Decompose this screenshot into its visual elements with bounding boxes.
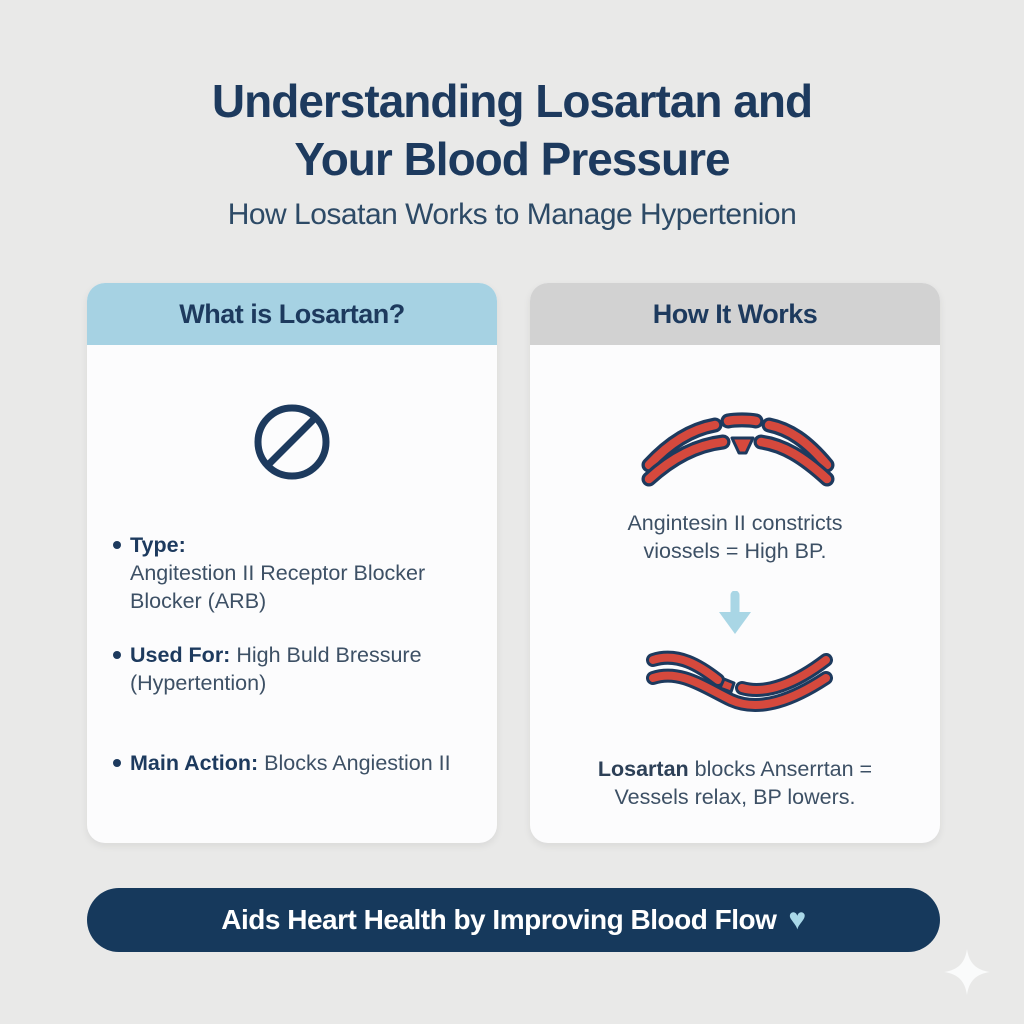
list-item-type: Type: Angitestion II Receptor Blocker Blo… xyxy=(113,531,461,615)
step2-caption: Losartan blocks Anserrtan = Vessels rela… xyxy=(598,755,872,811)
right-card-body: Angintesin II constricts viossels = High… xyxy=(530,345,940,843)
page-subtitle: How Losatan Works to Manage Hypertenion xyxy=(227,198,797,231)
footer-banner-text: Aids Heart Health by Improving Blood Flo… xyxy=(221,904,777,935)
bullet-text: Blocks Angiestion II xyxy=(258,751,451,775)
what-is-losartan-card: What is Losartan? Type: Angitestion II Re… xyxy=(87,283,497,843)
page-title-line2: Your Blood Pressure xyxy=(294,133,730,185)
step2-caption-rest: blocks Anserrtan = Vessels relax, BP low… xyxy=(614,757,873,809)
heart-icon: ♥ xyxy=(788,903,806,936)
bullet-text: Angitestion II Receptor Blocker Blocker … xyxy=(130,561,426,613)
losartan-facts-list: Type: Angitestion II Receptor Blocker Blo… xyxy=(87,531,497,777)
left-card-header: What is Losartan? xyxy=(87,283,497,345)
bullet-text: High Buld Bressure (Hypertention) xyxy=(130,643,422,695)
right-card-header: How It Works xyxy=(530,283,940,345)
bullet-dot xyxy=(113,651,121,659)
left-card-body: Type: Angitestion II Receptor Blocker Blo… xyxy=(87,401,497,899)
bullet-dot xyxy=(113,759,121,767)
step1-caption: Angintesin II constricts viossels = High… xyxy=(627,511,843,563)
page-title-line1: Understanding Losartan and xyxy=(211,75,813,127)
page-title: Understanding Losartan and Your Blood Pr… xyxy=(0,72,1024,188)
sparkle-icon xyxy=(944,949,990,995)
relaxed-vessel-icon xyxy=(645,650,833,713)
list-item-main-action: Main Action: Blocks Angiestion II xyxy=(113,749,461,777)
bullet-label: Used For: xyxy=(130,643,231,667)
list-item-used-for: Used For: High Buld Bressure (Hypertenti… xyxy=(113,641,461,697)
constricted-vessel-icon xyxy=(641,412,835,487)
how-it-works-card: How It Works Angintesin II constricts vi… xyxy=(530,283,940,843)
bullet-dot xyxy=(113,541,121,549)
prohibition-icon xyxy=(87,401,497,483)
bullet-label: Type: xyxy=(130,533,186,557)
footer-banner: Aids Heart Health by Improving Blood Flo… xyxy=(87,888,940,952)
down-arrow-icon xyxy=(719,591,751,634)
step2-caption-bold: Losartan xyxy=(597,757,689,781)
bullet-label: Main Action: xyxy=(130,751,259,775)
